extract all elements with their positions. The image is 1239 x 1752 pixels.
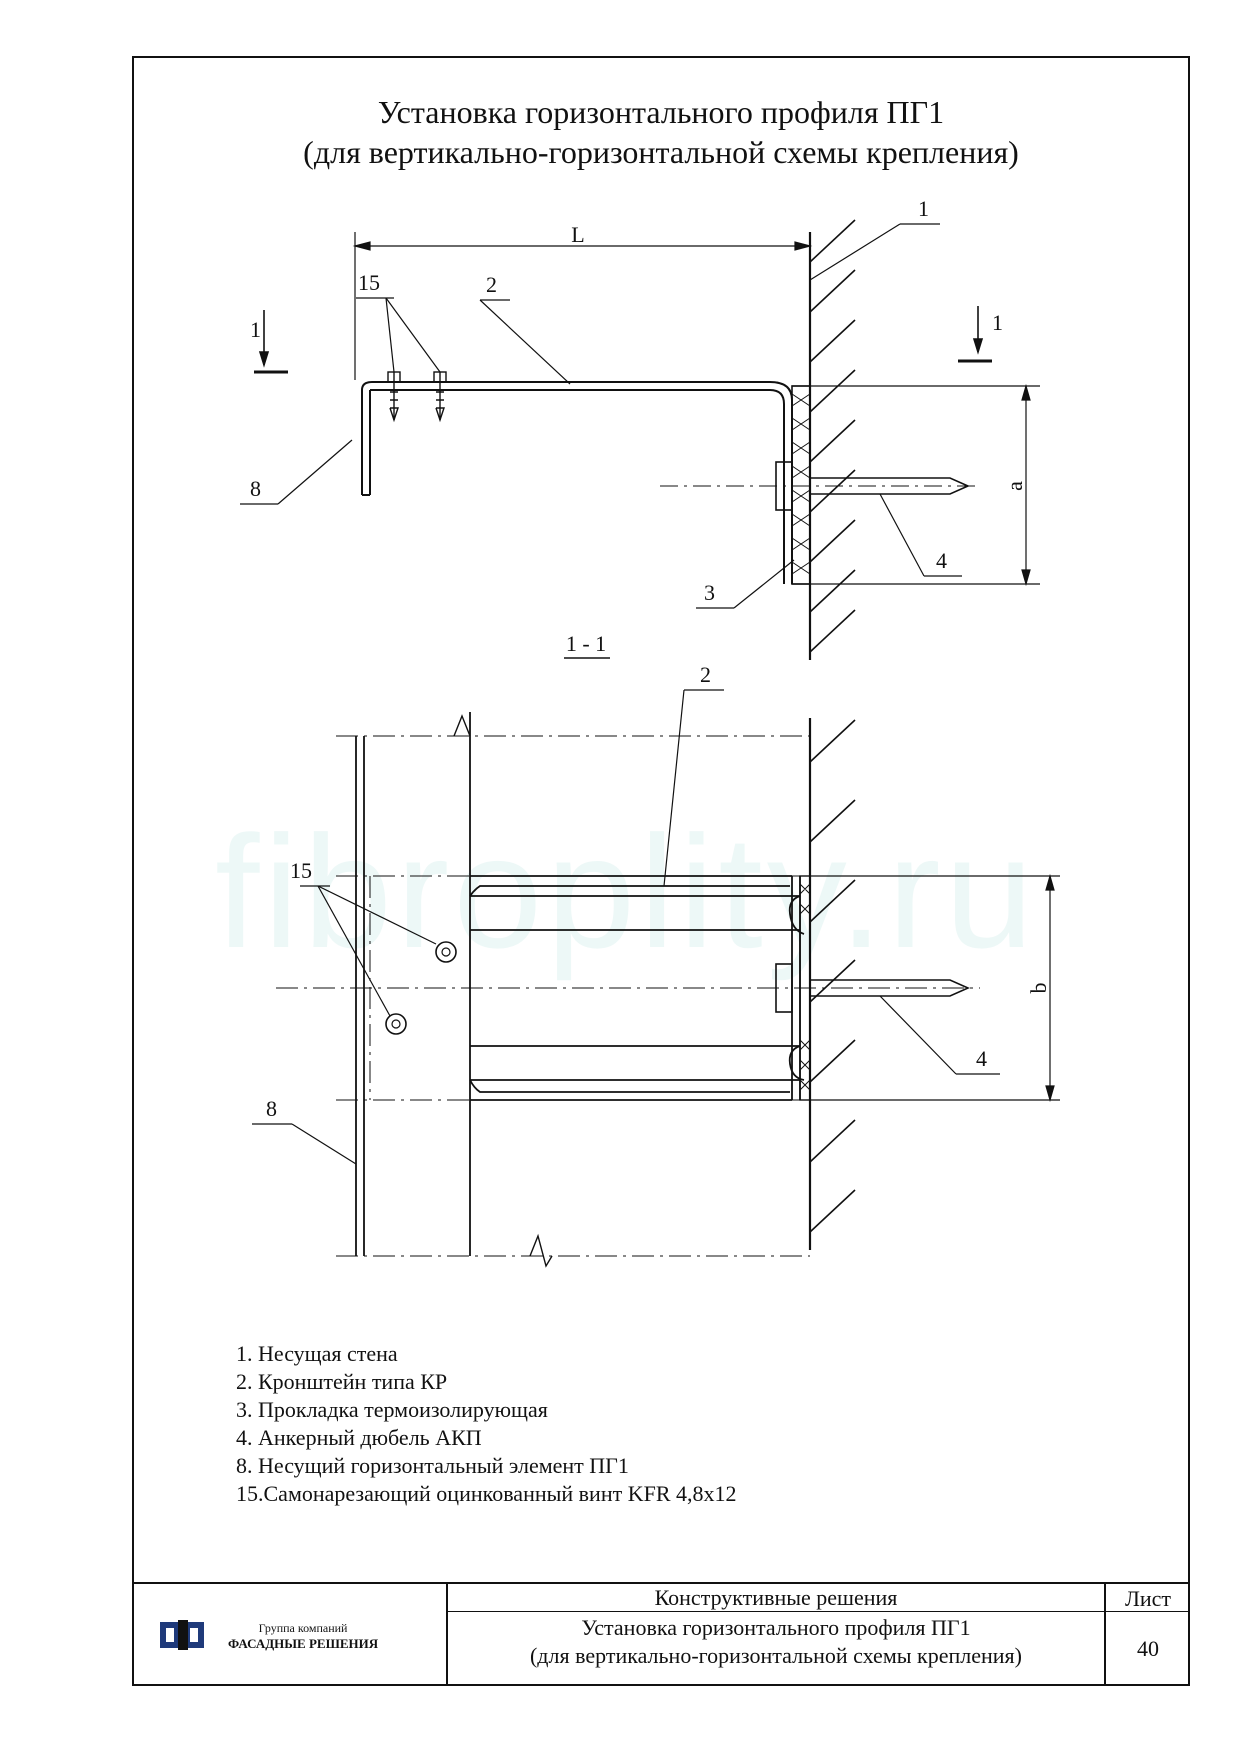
cut-mark-right: 1 bbox=[992, 310, 1003, 335]
cut-marks bbox=[254, 306, 992, 374]
callout-profile-label-top: 8 bbox=[250, 476, 261, 501]
sheet-number: 40 bbox=[1104, 1612, 1190, 1686]
sheet-description: Установка горизонтального профиля ПГ1 (д… bbox=[448, 1614, 1104, 1670]
dim-l-label: L bbox=[571, 222, 584, 247]
watermark: fibroplity.ru bbox=[215, 802, 1038, 981]
legend-item: 2. Кронштейн типа КР bbox=[236, 1369, 448, 1394]
screws-top bbox=[387, 371, 447, 423]
dimension-l bbox=[352, 232, 813, 380]
wall-hatching-section bbox=[809, 719, 856, 1233]
company-line1: Группа компаний bbox=[258, 1621, 348, 1635]
leaders-top bbox=[240, 223, 962, 609]
screw-holes bbox=[385, 941, 457, 1035]
dimension-a bbox=[792, 383, 1040, 587]
callout-screw-label-top: 15 bbox=[358, 270, 380, 295]
cut-mark-left: 1 bbox=[250, 317, 261, 342]
dimension-b bbox=[810, 873, 1060, 1103]
company-cell: Группа компаний ФАСАДНЫЕ РЕШЕНИЯ bbox=[132, 1584, 448, 1686]
company-line2: ФАСАДНЫЕ РЕШЕНИЯ bbox=[228, 1636, 379, 1651]
callout-bracket-label-section: 2 bbox=[700, 662, 711, 687]
anchor-top bbox=[660, 461, 976, 511]
sheet-description-line2: (для вертикально-горизонтальной схемы кр… bbox=[529, 1643, 1022, 1668]
callout-wall-label: 1 bbox=[918, 196, 929, 221]
dim-a-label: a bbox=[1002, 481, 1027, 491]
callout-pad-label: 3 bbox=[704, 580, 715, 605]
company-name: Группа компаний ФАСАДНЫЕ РЕШЕНИЯ bbox=[228, 1620, 378, 1652]
drawing-title-line1: Установка горизонтального профиля ПГ1 bbox=[377, 94, 945, 130]
callout-anchor-label-section: 4 bbox=[976, 1046, 987, 1071]
drawing-title-line2: (для вертикально-горизонтальной схемы кр… bbox=[303, 134, 1019, 170]
callout-profile-label-section: 8 bbox=[266, 1096, 277, 1121]
legend-item: 3. Прокладка термоизолирующая bbox=[236, 1397, 548, 1422]
legend-list: 1. Несущая стена 2. Кронштейн типа КР 3.… bbox=[236, 1340, 737, 1508]
legend-item: 4. Анкерный дюбель АКП bbox=[236, 1425, 482, 1450]
bracket-kr-top bbox=[470, 381, 793, 584]
sheet-frame bbox=[132, 56, 1190, 1686]
wall-hatching-top bbox=[809, 219, 856, 653]
legend-item: 1. Несущая стена bbox=[236, 1341, 398, 1366]
company-logo-icon bbox=[160, 1620, 204, 1650]
thermal-pad-top bbox=[791, 385, 811, 585]
thermal-pad-hatching-top bbox=[791, 393, 811, 575]
callout-anchor-label-top: 4 bbox=[936, 548, 947, 573]
anchor-section bbox=[775, 963, 970, 1013]
profile-pg1-top bbox=[361, 381, 470, 495]
section-name: Конструктивные решения bbox=[448, 1584, 1104, 1612]
legend-item: 15.Самонарезающий оцинкованный винт KFR … bbox=[236, 1481, 737, 1506]
title-block: Группа компаний ФАСАДНЫЕ РЕШЕНИЯ Констру… bbox=[132, 1582, 1190, 1686]
legend-item: 8. Несущий горизонтальный элемент ПГ1 bbox=[236, 1453, 629, 1478]
callout-bracket-label-top: 2 bbox=[486, 272, 497, 297]
leaders-section bbox=[252, 689, 1000, 1165]
callout-screw-label-section: 15 bbox=[290, 858, 312, 883]
drawing-title: Установка горизонтального профиля ПГ1 (д… bbox=[132, 92, 1190, 172]
section-label: 1 - 1 bbox=[566, 631, 606, 656]
sheet-label: Лист bbox=[1104, 1584, 1190, 1612]
dim-b-label: b bbox=[1026, 983, 1051, 994]
sheet-description-line1: Установка горизонтального профиля ПГ1 bbox=[581, 1615, 971, 1640]
